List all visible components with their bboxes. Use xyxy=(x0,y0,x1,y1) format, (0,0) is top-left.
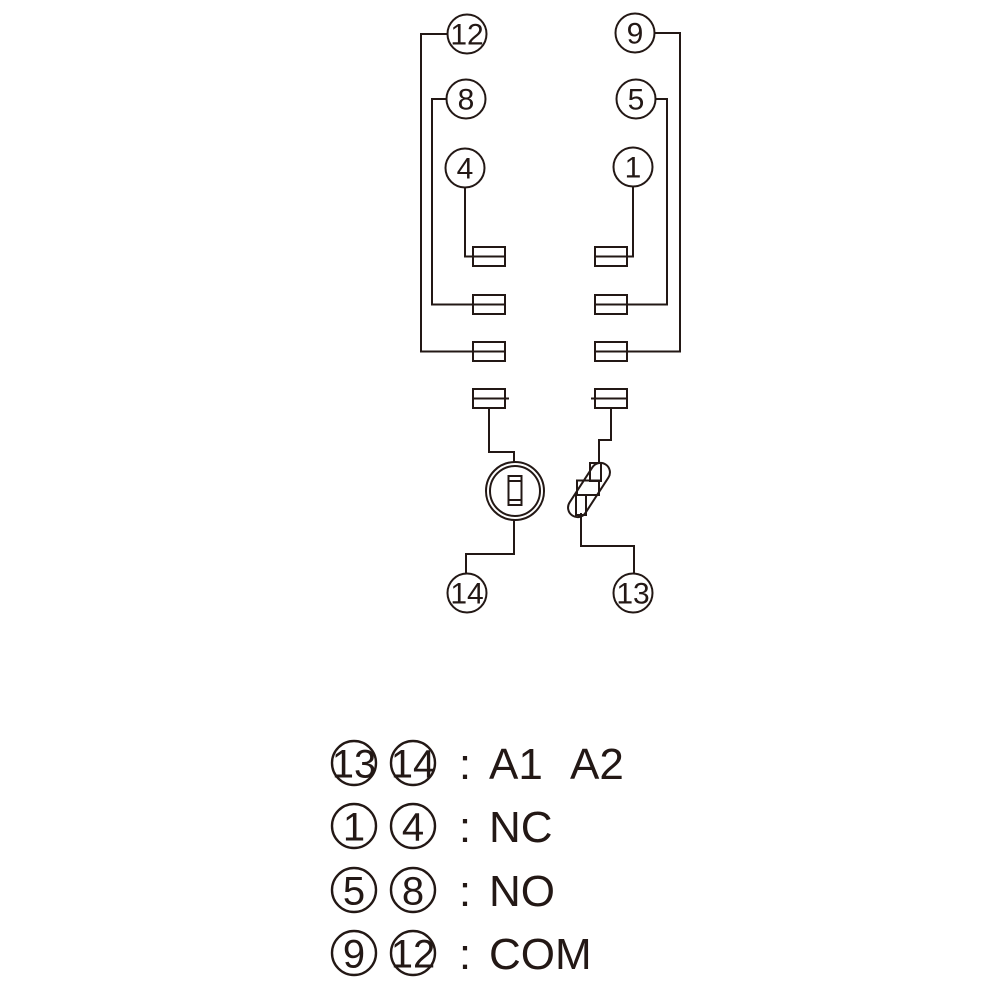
wire-contact-to-coil xyxy=(488,407,515,463)
wire-contact-to-indicator xyxy=(598,407,612,464)
contact-coil-right xyxy=(591,388,628,409)
terminal-14-label: 14 xyxy=(450,578,483,611)
wire-terminal1-to-nc-contact-right xyxy=(626,185,634,258)
legend-label-a2: A2 xyxy=(570,740,624,789)
terminal-14: 14 xyxy=(446,572,488,614)
wire-indicator-to-terminal13 xyxy=(580,513,635,575)
wire-coil-to-terminal14 xyxy=(465,519,515,575)
legend-pin-12: 12 xyxy=(391,933,436,977)
legend-pin-1: 1 xyxy=(343,806,365,850)
legend: 13 14 : A1 A2 1 4 : NC 5 8 : xyxy=(330,739,624,979)
legend-pin-14: 14 xyxy=(391,743,436,787)
terminal-1: 1 xyxy=(612,146,654,188)
terminal-8-label: 8 xyxy=(458,84,475,117)
wire-terminal12-to-com-contact-left xyxy=(420,33,474,353)
terminal-12: 12 xyxy=(446,13,488,55)
terminal-1-label: 1 xyxy=(625,152,642,185)
terminals: 12 9 8 5 4 1 1 xyxy=(444,12,657,614)
terminal-12-label: 12 xyxy=(450,19,483,52)
wire-terminal8-to-no-contact-left xyxy=(431,98,474,306)
legend-label-a1: A1 xyxy=(489,740,543,789)
contact-com-right xyxy=(594,341,628,362)
legend-pin-5: 5 xyxy=(343,870,365,914)
legend-label-no: NO xyxy=(489,867,555,916)
indicator-symbol xyxy=(567,461,611,519)
terminal-4: 4 xyxy=(444,147,486,189)
legend-row-nc: 1 4 : NC xyxy=(330,802,553,852)
terminal-8: 8 xyxy=(445,78,487,120)
contact-no-right xyxy=(594,294,628,315)
legend-separator: : xyxy=(459,930,471,979)
terminal-13-label: 13 xyxy=(616,578,649,611)
legend-row-coil: 13 14 : A1 A2 xyxy=(330,739,624,789)
contact-coil-left xyxy=(472,388,509,409)
wires xyxy=(420,32,681,575)
legend-pin-4: 4 xyxy=(402,806,424,850)
contact-pads xyxy=(472,246,628,409)
legend-pin-9: 9 xyxy=(343,933,365,977)
terminal-9-label: 9 xyxy=(627,18,644,51)
legend-separator: : xyxy=(459,803,471,852)
contact-nc-right xyxy=(594,246,628,267)
legend-row-no: 5 8 : NO xyxy=(330,866,555,916)
legend-separator: : xyxy=(459,867,471,916)
terminal-5-label: 5 xyxy=(628,84,645,117)
legend-label-com: COM xyxy=(489,930,592,979)
terminal-9: 9 xyxy=(614,12,656,54)
terminal-13: 13 xyxy=(612,572,654,614)
contact-nc-left xyxy=(472,246,506,267)
terminal-4-label: 4 xyxy=(457,153,474,186)
legend-pin-8: 8 xyxy=(402,870,424,914)
legend-pin-13: 13 xyxy=(332,743,377,787)
legend-row-com: 9 12 : COM xyxy=(330,929,592,979)
legend-label-nc: NC xyxy=(489,803,553,852)
wire-terminal9-to-com-contact-right xyxy=(626,32,681,353)
wire-terminal4-to-nc-contact-left xyxy=(464,186,474,258)
coil-symbol xyxy=(485,461,545,521)
legend-separator: : xyxy=(459,740,471,789)
contact-no-left xyxy=(472,294,506,315)
wire-terminal5-to-no-contact-right xyxy=(626,98,668,306)
terminal-5: 5 xyxy=(615,78,657,120)
contact-com-left xyxy=(472,341,506,362)
